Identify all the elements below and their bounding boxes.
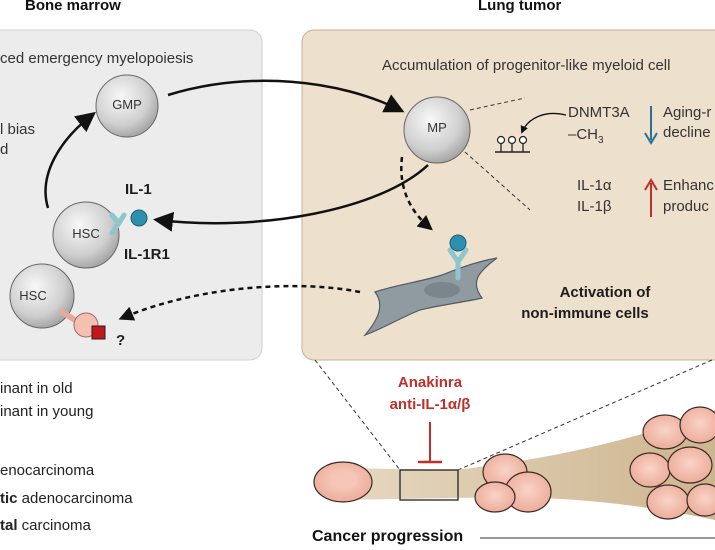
il1a-label: IL-1α bbox=[577, 177, 612, 194]
treatment-label-line1: Anakinra bbox=[397, 374, 463, 391]
ch3-label: –CH3 bbox=[568, 126, 604, 146]
bias-label-line2: d bbox=[0, 141, 9, 158]
legend-item-young: inant in young bbox=[0, 403, 94, 420]
lung-tumor-header: Lung tumor bbox=[478, 0, 562, 14]
tumor-cell bbox=[474, 481, 516, 513]
mp-zoom-line-bottom bbox=[464, 151, 531, 211]
treatment-label-line2: anti-IL-1α/β bbox=[389, 396, 471, 413]
legend-item-old: inant in old bbox=[0, 380, 73, 397]
tumor-cell bbox=[629, 452, 671, 488]
tumor-band bbox=[340, 410, 715, 520]
dnmt3a-label: DNMT3A bbox=[568, 104, 630, 121]
lung-tumor-panel bbox=[301, 29, 715, 361]
nonimmune-to-hsc-arrow bbox=[118, 284, 361, 321]
mp-to-nonimmune-arrow bbox=[400, 156, 433, 231]
down-arrow-head bbox=[644, 132, 658, 145]
mp-to-hsc-arrow bbox=[153, 164, 429, 232]
hsc-front-label: HSC bbox=[72, 226, 100, 241]
il1r1-label: IL-1R1 bbox=[124, 246, 170, 263]
gmp-to-mp-arrow bbox=[167, 79, 405, 113]
zoom-line-left bbox=[314, 359, 401, 471]
tumor-cell bbox=[646, 484, 690, 520]
nonimmune-il1-ligand bbox=[449, 234, 467, 252]
il1r1-receptor-stem bbox=[109, 220, 122, 236]
aging-label-line1: Aging-r bbox=[663, 104, 712, 121]
mp-zoom-line-top bbox=[469, 97, 526, 111]
enhanced-label-line1: Enhanc bbox=[663, 177, 714, 194]
up-arrow-head bbox=[644, 178, 658, 191]
hsc-to-gmp-arrow bbox=[44, 111, 96, 209]
legend-item-carcinoma: tal carcinoma bbox=[0, 517, 91, 534]
aging-label-line2: decline bbox=[663, 124, 711, 141]
bias-label-line1: l bias bbox=[0, 121, 36, 138]
hsc-back-label: HSC bbox=[19, 288, 47, 303]
tumor-cell bbox=[667, 446, 713, 484]
unknown-factor-label: ? bbox=[116, 332, 126, 349]
tumor-cell bbox=[679, 406, 715, 444]
legend-item-adenocarcinoma: enocarcinoma bbox=[0, 462, 95, 479]
mp-cell bbox=[403, 96, 471, 164]
nonimmune-cell bbox=[363, 257, 498, 337]
mp-label: MP bbox=[427, 120, 447, 135]
activation-label-line1: Activation of bbox=[559, 284, 651, 301]
enhanced-label-line2: produc bbox=[663, 198, 709, 215]
hsc-cell-front bbox=[52, 201, 120, 269]
treatment-target-box bbox=[399, 469, 459, 501]
cancer-progression-label: Cancer progression bbox=[312, 528, 464, 545]
gmp-label: GMP bbox=[112, 97, 142, 112]
tumor-cells bbox=[313, 406, 715, 520]
nonimmune-cell-nucleus bbox=[424, 282, 460, 298]
tumor-cell-nucleus bbox=[333, 472, 357, 488]
legend-item-metastatic: tic adenocarcinoma bbox=[0, 490, 133, 507]
hsc-cell-back bbox=[9, 263, 75, 329]
il1-label: IL-1 bbox=[125, 181, 152, 198]
il1b-label: IL-1β bbox=[577, 198, 612, 215]
dnmt3a-arrow bbox=[520, 112, 567, 134]
unknown-receptor-stem bbox=[59, 309, 78, 323]
tumor-cell bbox=[686, 483, 715, 517]
methylation-icon bbox=[495, 135, 530, 153]
lung-panel-title: Accumulation of progenitor-like myeloid … bbox=[382, 57, 671, 74]
activation-label-line2: non-immune cells bbox=[521, 305, 649, 322]
il1-ligand bbox=[130, 209, 148, 227]
unknown-factor-square bbox=[91, 325, 106, 340]
bone-marrow-header: Bone marrow bbox=[25, 0, 121, 14]
bone-marrow-panel-title: ced emergency myelopoiesis bbox=[0, 50, 194, 67]
gmp-cell bbox=[95, 74, 159, 138]
